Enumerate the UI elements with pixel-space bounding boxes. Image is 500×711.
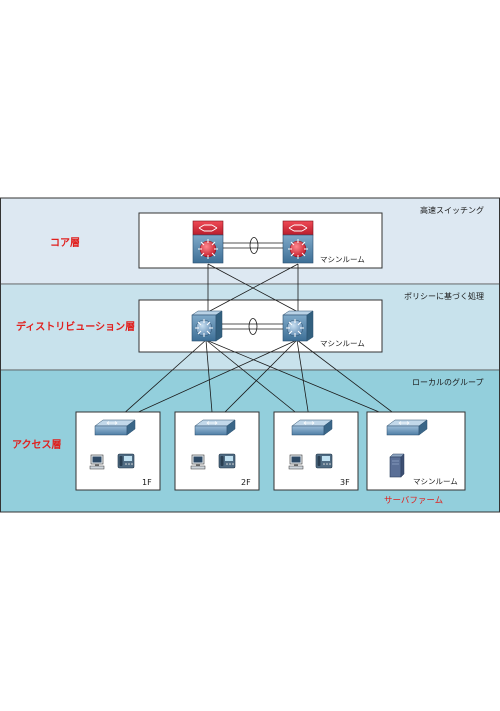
core-switch-right-icon [282, 220, 314, 264]
pc-3f-icon [288, 454, 304, 470]
core-interconnect [223, 237, 283, 254]
access-switch-3f-icon [291, 419, 333, 436]
distribution-access-links [111, 339, 409, 425]
floor-label-3f: 3F [340, 478, 350, 487]
core-room-label: マシンルーム [320, 255, 365, 264]
distribution-switch-right-icon [282, 310, 314, 342]
access-switch-1f-icon [94, 419, 136, 436]
access-switch-2f-icon [194, 419, 236, 436]
core-switch-left-icon [192, 220, 224, 264]
core-layer-label: コア層 [50, 237, 80, 249]
access-layer-description: ローカルのグループ [412, 377, 484, 387]
pc-1f-icon [89, 454, 105, 470]
server-icon [389, 453, 405, 478]
access-machine-room-label: マシンルーム [413, 477, 458, 486]
distribution-room-label: マシンルーム [320, 339, 365, 348]
distribution-interconnect [222, 318, 283, 335]
server-farm-label: サーバファーム [384, 496, 443, 506]
core-room-box [138, 212, 383, 269]
ip-phone-2f-icon [218, 453, 236, 469]
distribution-switch-left-icon [191, 310, 223, 342]
ip-phone-3f-icon [315, 453, 333, 469]
ip-phone-1f-icon [117, 453, 135, 469]
distribution-layer-description: ポリシーに基づく処理 [404, 291, 484, 301]
floor-label-1f: 1F [142, 478, 152, 487]
pc-2f-icon [190, 454, 206, 470]
floor-label-2f: 2F [241, 478, 251, 487]
access-layer-label: アクセス層 [12, 439, 62, 451]
distribution-room-box [138, 299, 383, 353]
distribution-layer-label: ディストリビューション層 [16, 320, 135, 333]
core-distribution-links [207, 263, 299, 313]
access-switch-machine-room-icon [386, 419, 428, 436]
core-layer-description: 高速スイッチング [420, 205, 484, 215]
